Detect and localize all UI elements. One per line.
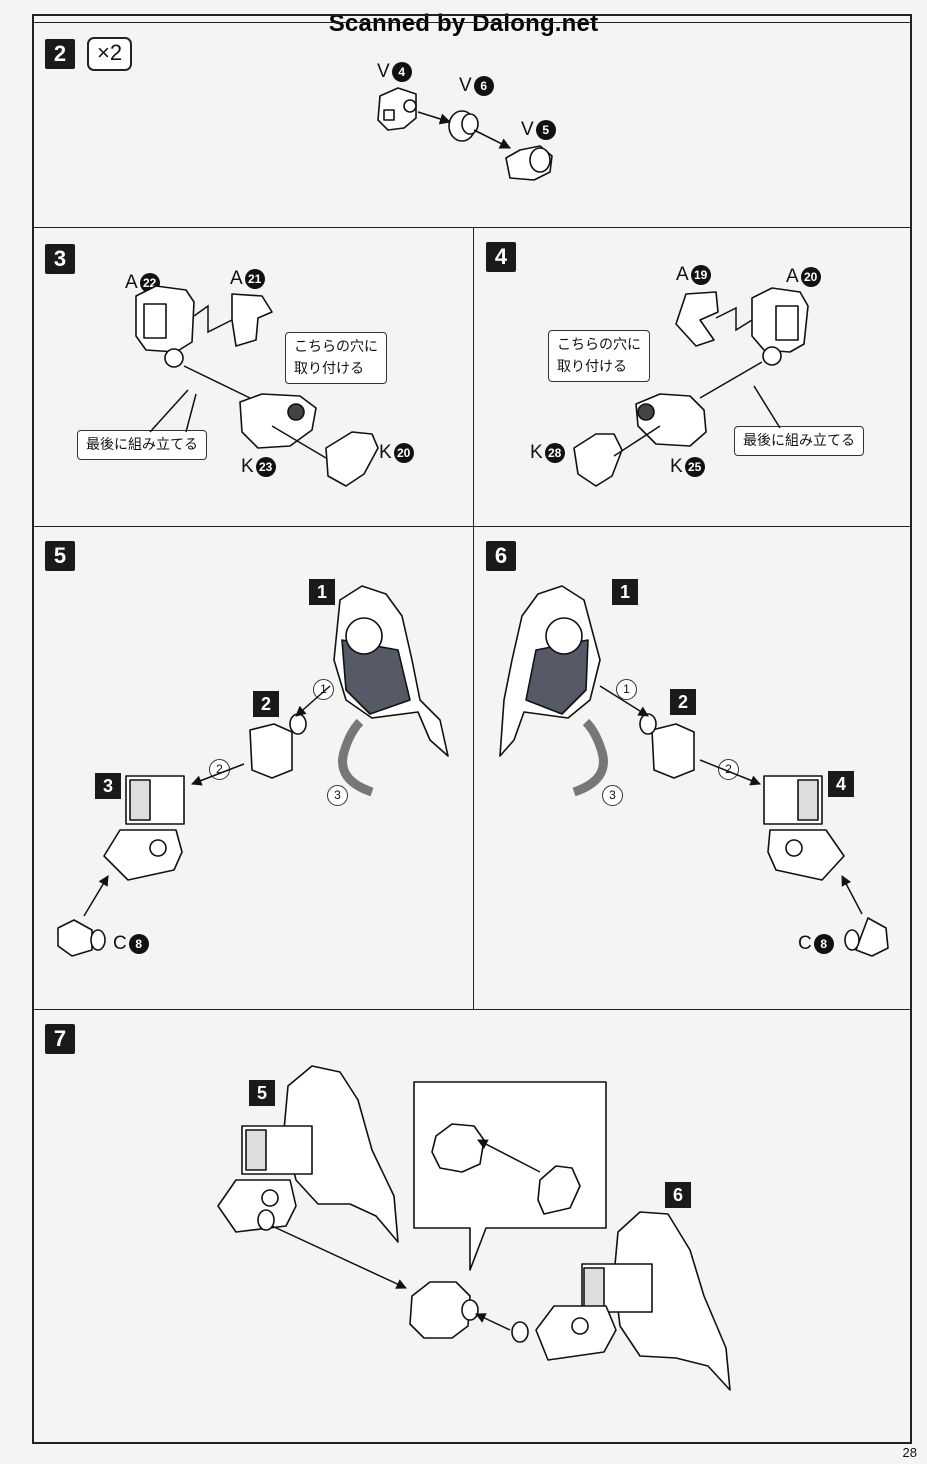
part-number: 21: [244, 269, 265, 289]
part-v6-drawing: [448, 110, 479, 142]
part-label-c8: C 8: [113, 933, 149, 955]
part-label-k20: K 20: [379, 442, 414, 464]
part-label-v6: V 6: [459, 75, 494, 97]
part-letter: K: [670, 456, 683, 477]
part-number: 6: [473, 76, 494, 96]
part-number: 28: [544, 443, 565, 463]
part-letter: A: [125, 272, 138, 293]
part-label-a19: A 19: [676, 264, 711, 286]
part-k25-drawing: [635, 393, 707, 447]
foot-block-drawing: [763, 775, 845, 881]
part-label-a20: A 20: [786, 266, 821, 288]
part-letter: K: [379, 442, 392, 463]
assemble-last-note: 最後に組み立てる: [734, 426, 864, 456]
attach-hole-note: こちらの穴に 取り付ける: [548, 330, 650, 382]
part-number: 8: [813, 934, 834, 954]
part-label-k23: K 23: [241, 456, 276, 478]
ref-assembly-3: 3: [95, 773, 121, 799]
ref-assembly-2: 2: [670, 689, 696, 715]
step-number: 2: [45, 39, 75, 69]
part-letter: K: [241, 456, 254, 477]
part-number: 19: [690, 265, 711, 285]
part-number: 20: [800, 267, 821, 287]
order-marker-1: 1: [313, 679, 334, 700]
part-letter: V: [459, 75, 472, 96]
ref-assembly-1: 1: [612, 579, 638, 605]
part-c8-drawing: [844, 917, 889, 957]
part-label-a21: A 21: [230, 268, 265, 290]
part-letter: V: [521, 119, 534, 140]
step-4-panel: 4 A 19 A 20 こちらの穴に 取り付ける 最後に組み立てる K 28 K…: [473, 227, 912, 527]
part-label-k25: K 25: [670, 456, 705, 478]
attach-hole-note: こちらの穴に 取り付ける: [285, 332, 387, 384]
ref-assembly-1: 1: [309, 579, 335, 605]
leg-cover-drawing: [333, 585, 449, 757]
part-label-k28: K 28: [530, 442, 565, 464]
order-marker-3: 3: [602, 785, 623, 806]
part-c8-drawing: [57, 919, 106, 957]
order-marker-2: 2: [718, 759, 739, 780]
assembly-5-drawing: [217, 1065, 399, 1243]
part-k28-drawing: [573, 433, 623, 487]
ref-assembly-4: 4: [828, 771, 854, 797]
part-a21-drawing: [231, 293, 273, 347]
ref-assembly-6: 6: [665, 1182, 691, 1208]
detail-callout-drawing: [413, 1081, 607, 1271]
part-letter: A: [676, 264, 689, 285]
assemble-last-note: 最後に組み立てる: [77, 430, 207, 460]
part-letter: A: [786, 266, 799, 287]
part-label-c8: C 8: [798, 933, 834, 955]
step-number: 4: [486, 242, 516, 272]
leg-cover-drawing: [499, 585, 601, 757]
part-letter: V: [377, 61, 390, 82]
part-v5-drawing: [505, 145, 553, 181]
part-a19-drawing: [675, 291, 719, 347]
assembly-6-drawing: [511, 1211, 731, 1391]
order-marker-1: 1: [616, 679, 637, 700]
ref-assembly-2: 2: [253, 691, 279, 717]
order-marker-3: 3: [327, 785, 348, 806]
note-line-1: こちらの穴に: [294, 339, 378, 355]
part-letter: K: [530, 442, 543, 463]
foot-block-drawing: [103, 775, 185, 881]
part-label-v5: V 5: [521, 119, 556, 141]
page-number: 28: [902, 1445, 917, 1460]
part-k20-drawing: [325, 431, 379, 487]
part-a20-drawing: [751, 287, 809, 366]
part-number: 4: [391, 62, 412, 82]
part-label-v4: V 4: [377, 61, 412, 83]
part-letter: C: [113, 933, 127, 954]
part-number: 20: [393, 443, 414, 463]
step-number: 7: [45, 1024, 75, 1054]
step-number: 5: [45, 541, 75, 571]
part-number: 23: [255, 457, 276, 477]
part-k23-drawing: [239, 393, 317, 449]
part-v4-drawing: [377, 87, 417, 131]
step-number: 3: [45, 244, 75, 274]
step-number: 6: [486, 541, 516, 571]
part-letter: A: [230, 268, 243, 289]
note-line-1: こちらの穴に: [557, 337, 641, 353]
note-line-2: 取り付ける: [294, 361, 364, 377]
hip-joint-drawing: [409, 1281, 479, 1339]
joint-part-drawing: [639, 713, 695, 779]
part-a22-drawing: [135, 285, 195, 368]
part-number: 25: [684, 457, 705, 477]
part-letter: C: [798, 933, 812, 954]
part-number: 5: [535, 120, 556, 140]
note-line-2: 取り付ける: [557, 359, 627, 375]
quantity-badge: ×2: [87, 37, 133, 71]
ref-assembly-5: 5: [249, 1080, 275, 1106]
joint-part-drawing: [249, 713, 307, 779]
part-number: 8: [128, 934, 149, 954]
